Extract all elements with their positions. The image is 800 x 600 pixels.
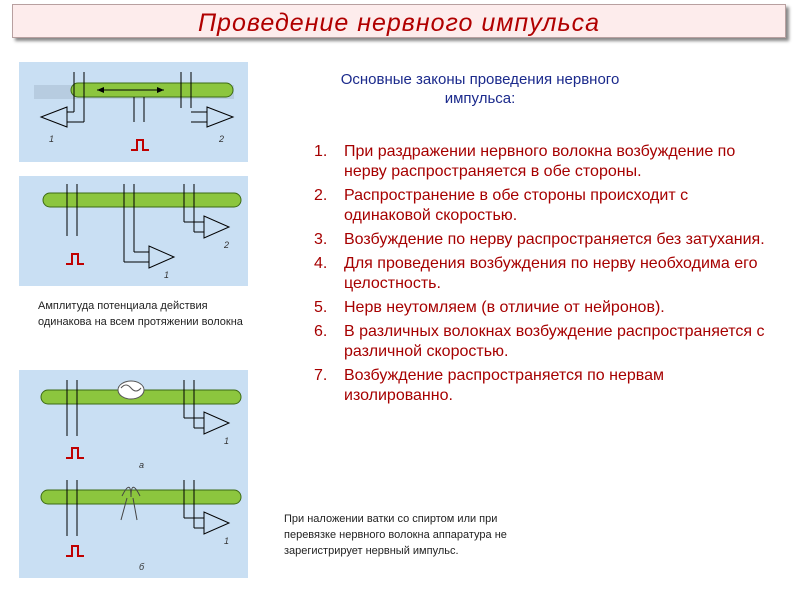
diagram-equal-speed-svg: 2 1 <box>42 184 242 280</box>
law-item: 4. Для проведения возбуждения по нерву не… <box>314 254 774 294</box>
d1-label-left: 1 <box>49 134 54 144</box>
law-item: 7. Возбуждение распространяется по нервам… <box>314 366 774 406</box>
diagram-bidirectional-svg: 1 2 <box>34 72 235 151</box>
d3-label-bottom: 1 <box>224 536 229 546</box>
diagram-integrity-svg: 1 а 1 б <box>40 380 242 572</box>
title-banner: Проведение нервного импульса <box>12 4 786 38</box>
laws-list: 1. При раздражении нервного волокна возбу… <box>314 142 774 410</box>
law-number: 7. <box>314 367 328 384</box>
diagram-bidirectional: 1 2 <box>19 62 248 162</box>
law-item: 6. В различных волокнах возбуждение распр… <box>314 322 774 362</box>
law-item: 1. При раздражении нервного волокна возбу… <box>314 142 774 182</box>
d2-label-top: 2 <box>223 240 229 250</box>
law-number: 2. <box>314 187 328 204</box>
law-number: 4. <box>314 255 328 272</box>
d3-label-top: 1 <box>224 436 229 446</box>
law-text: В различных волокнах возбуждение распрос… <box>344 323 765 360</box>
page-title: Проведение нервного импульса <box>197 9 601 37</box>
law-item: 3. Возбуждение по нерву распространяется … <box>314 230 774 250</box>
law-text: Нерв неутомляем (в отличие от нейронов). <box>344 299 665 316</box>
law-number: 1. <box>314 143 328 160</box>
law-number: 5. <box>314 299 328 316</box>
diagram-equal-speed: 2 1 <box>19 176 248 286</box>
d2-label-bottom: 1 <box>164 270 169 280</box>
diagram-integrity: 1 а 1 б <box>19 370 248 578</box>
d1-label-right: 2 <box>218 134 224 144</box>
d3-label-a: а <box>139 460 144 470</box>
caption-amplitude: Амплитуда потенциала действия одинакова … <box>38 300 243 328</box>
law-text: Возбуждение по нерву распространяется бе… <box>344 231 765 248</box>
law-item: 5. Нерв неутомляем (в отличие от нейронов… <box>314 298 774 318</box>
law-number: 3. <box>314 231 328 248</box>
d3-label-b: б <box>139 562 145 572</box>
law-text: Для проведения возбуждения по нерву необ… <box>344 255 758 292</box>
law-text: Возбуждение распространяется по нервам и… <box>344 367 664 404</box>
law-text: При раздражении нервного волокна возбужд… <box>344 143 736 180</box>
law-item: 2. Распространение в обе стороны происход… <box>314 186 774 226</box>
law-number: 6. <box>314 323 328 340</box>
laws-subtitle: Основные законы проведения нервного импу… <box>340 71 620 107</box>
law-text: Распространение в обе стороны происходит… <box>344 187 689 224</box>
caption-block: При наложении ватки со спиртом или при п… <box>284 513 507 557</box>
